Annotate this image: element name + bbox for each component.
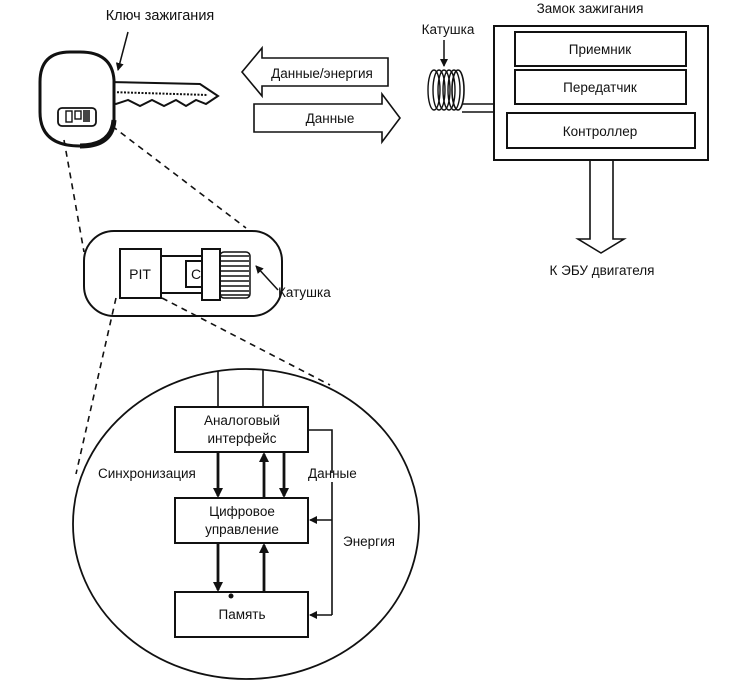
arrow-data-label: Данные	[306, 111, 355, 126]
controller-label: Контроллер	[563, 124, 638, 139]
data-label: Данные	[308, 466, 357, 481]
key-pointer-arrow	[115, 31, 129, 71]
key-label: Ключ зажигания	[106, 8, 215, 24]
pit-label: PIT	[129, 266, 151, 282]
zoom-line-right-1	[111, 125, 247, 229]
zoom-line-right-2	[161, 297, 331, 386]
lock-title: Замок зажигания	[537, 1, 644, 16]
receiver-block	[514, 31, 687, 67]
analog-interface-label-1: Аналоговый	[204, 413, 280, 428]
receiver-label: Приемник	[569, 42, 632, 57]
pit-chip	[119, 248, 162, 299]
transponder-capsule: PIT C	[83, 230, 283, 317]
energy-label: Энергия	[343, 534, 395, 549]
lock-coil-label: Катушка	[422, 22, 475, 37]
zoom-line-left-2	[75, 297, 117, 475]
memory-block	[174, 591, 309, 638]
zoom-line-left-1	[63, 139, 85, 253]
digital-control-label-1: Цифровое	[209, 504, 275, 519]
arrow-data: Данные	[253, 91, 401, 145]
ecu-output-arrow	[575, 161, 627, 254]
arrow-data-energy-label: Данные/энергия	[271, 66, 373, 81]
sync-label: Синхронизация	[98, 466, 196, 481]
memory-label: Память	[218, 607, 265, 622]
transponder-coil	[219, 251, 251, 299]
capacitor-label: C	[191, 266, 201, 282]
analog-interface-block	[174, 406, 309, 453]
key-logo	[57, 107, 97, 127]
ecu-label: К ЭБУ двигателя	[550, 263, 655, 278]
transmitter-block	[514, 69, 687, 105]
chip-detail-circle	[72, 368, 420, 680]
ignition-lock-unit: Приемник Передатчик Контроллер	[493, 25, 709, 161]
arrow-data-energy: Данные/энергия	[240, 45, 389, 99]
transponder-coil-pointer-arrow	[255, 265, 279, 291]
digital-control-block	[174, 497, 309, 544]
controller-block	[506, 112, 696, 149]
key-blade	[107, 80, 220, 108]
transponder-coil-label: Катушка	[278, 285, 331, 300]
ignition-key	[38, 50, 220, 149]
digital-control-label-2: управление	[205, 522, 279, 537]
energy-bus	[308, 429, 333, 619]
analog-interface-label-2: интерфейс	[208, 431, 277, 446]
key-head	[38, 50, 116, 148]
transmitter-label: Передатчик	[563, 80, 637, 95]
lock-coil	[427, 69, 494, 113]
